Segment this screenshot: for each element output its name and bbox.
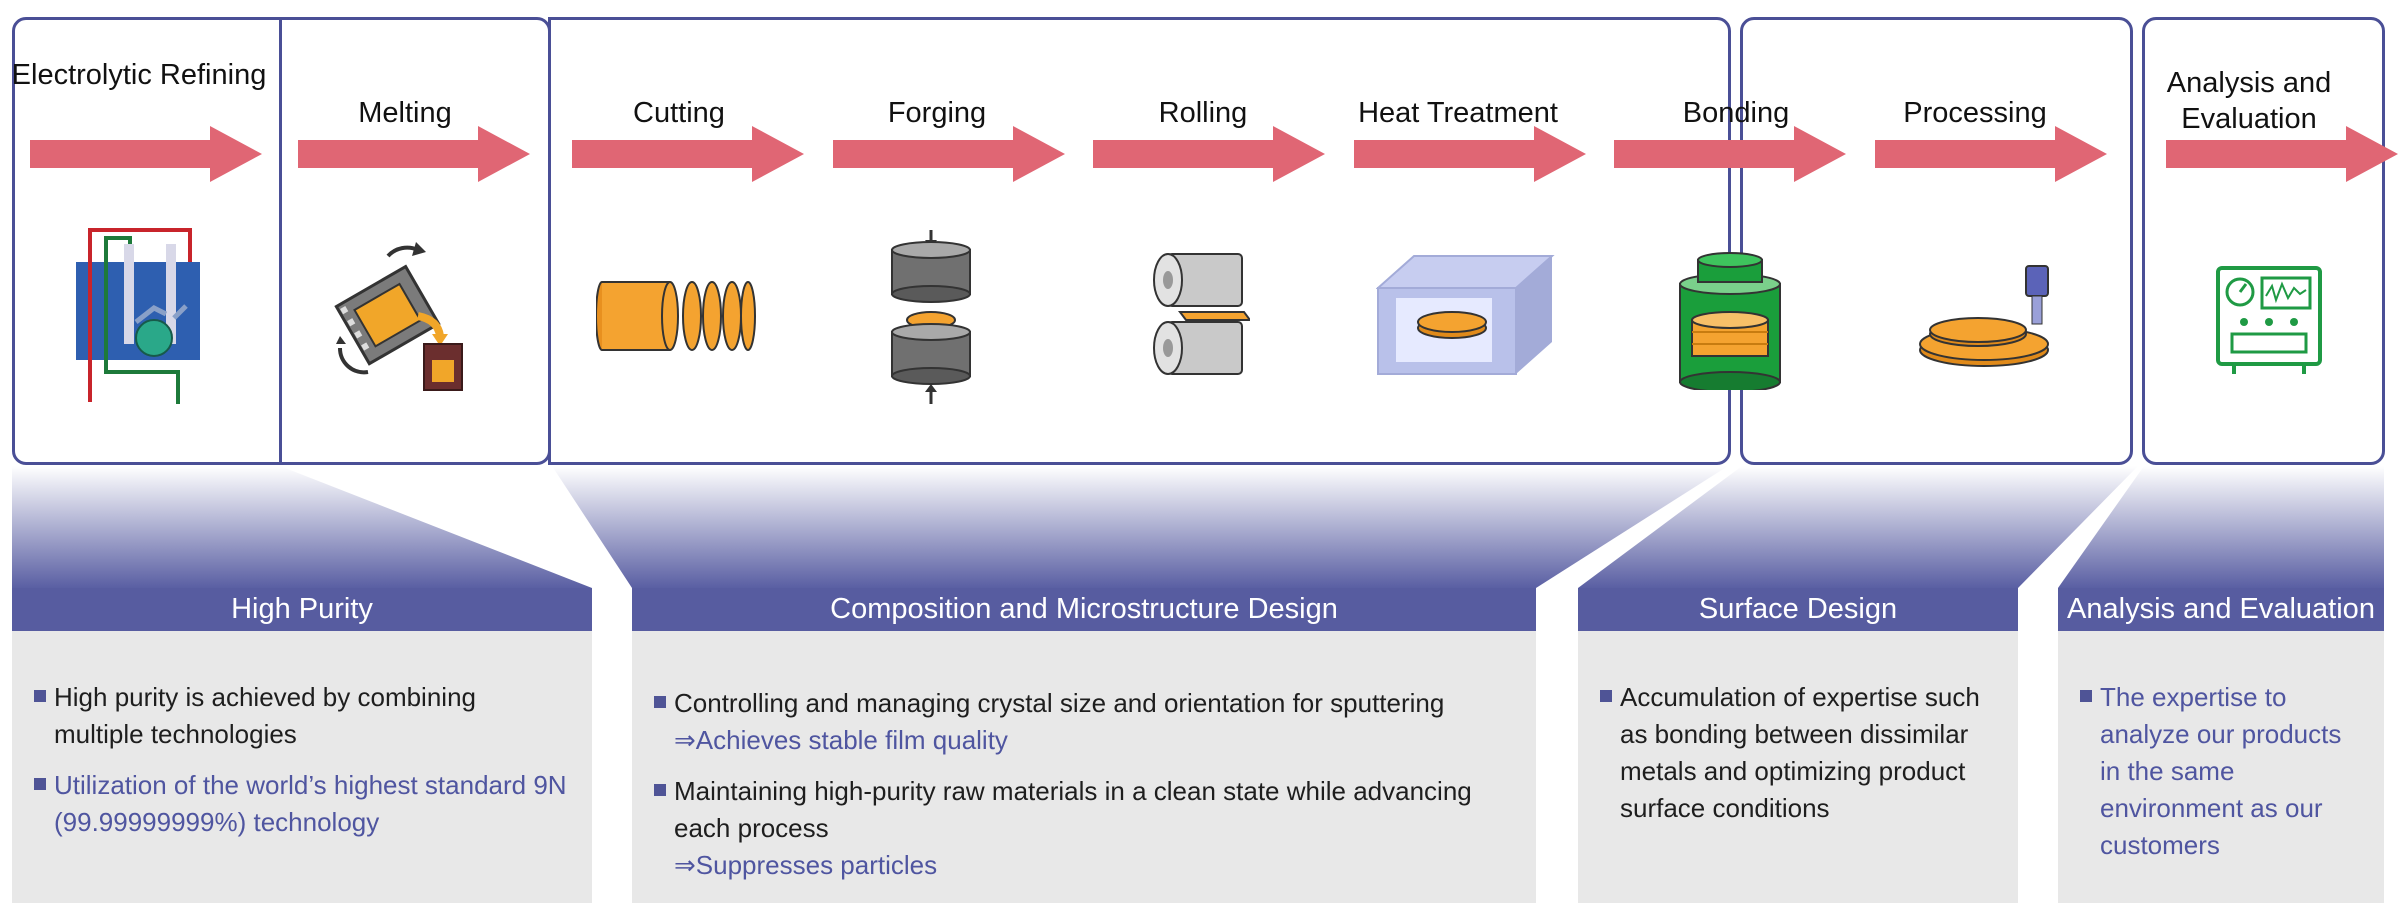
column-header-surface-design: Surface Design (1578, 588, 2018, 631)
bullet-item: Utilization of the world’s highest stand… (34, 767, 572, 841)
process-arrow (1614, 126, 1846, 182)
stage-box-composition (548, 17, 1731, 465)
step-label-rolling: Rolling (1158, 97, 1248, 129)
step-label-processing: Processing (1903, 97, 2047, 129)
step-label-cutting: Cutting (633, 97, 725, 129)
bullet-item: High purity is achieved by combining mul… (34, 679, 572, 753)
process-arrow (298, 126, 530, 182)
heat-treatment-furnace-icon (1376, 255, 1555, 375)
step-label-electrolytic-refining: Electrolytic Refining (11, 59, 267, 91)
step-label-melting: Melting (358, 97, 452, 129)
funnel-high-purity (12, 466, 592, 588)
process-arrow (1093, 126, 1325, 182)
bonded-target-icon (1679, 252, 1781, 390)
column-body-composition: Controlling and managing crystal size an… (632, 631, 1536, 903)
bullet-item: The expertise to analyze our products in… (2080, 679, 2344, 864)
process-arrow (1875, 126, 2107, 182)
bullet-item: Controlling and managing crystal size an… (654, 685, 1516, 759)
column-header-high-purity: High Purity (12, 588, 592, 631)
step-label-analysis: Analysis and Evaluation (2166, 67, 2332, 135)
column-header-analysis: Analysis and Evaluation (2058, 588, 2384, 631)
stage-box-analysis (2142, 17, 2385, 465)
process-arrow (30, 126, 262, 182)
column-body-analysis: The expertise to analyze our products in… (2058, 631, 2384, 903)
forging-press-icon (891, 230, 971, 404)
funnel-composition (552, 466, 1728, 588)
step-label-bonding: Bonding (1682, 97, 1790, 129)
cut-ingot-icon (596, 281, 756, 351)
step-label-forging: Forging (887, 97, 987, 129)
melting-furnace-icon (334, 242, 463, 391)
analyzer-instrument-icon (2216, 266, 2322, 374)
process-arrow (2166, 126, 2398, 182)
column-body-surface-design: Accumulation of expertise such as bondin… (1578, 631, 2018, 903)
column-header-composition: Composition and Microstructure Design (632, 588, 1536, 631)
machining-icon (1919, 265, 2049, 367)
bullet-item: Accumulation of expertise such as bondin… (1600, 679, 1994, 827)
rolling-mill-icon (1153, 253, 1250, 375)
process-arrow (833, 126, 1065, 182)
electrolysis-tank-icon (76, 228, 200, 404)
column-body-high-purity: High purity is achieved by combining mul… (12, 631, 592, 903)
funnel-surface (1578, 466, 2138, 588)
stage-divider (279, 18, 282, 464)
bullet-item: Maintaining high-purity raw materials in… (654, 773, 1516, 884)
process-arrow (1354, 126, 1586, 182)
process-arrow (572, 126, 804, 182)
step-label-heat-treatment: Heat Treatment (1358, 97, 1558, 129)
funnel-analysis (2058, 466, 2384, 588)
stage-box-surface (1740, 17, 2133, 465)
